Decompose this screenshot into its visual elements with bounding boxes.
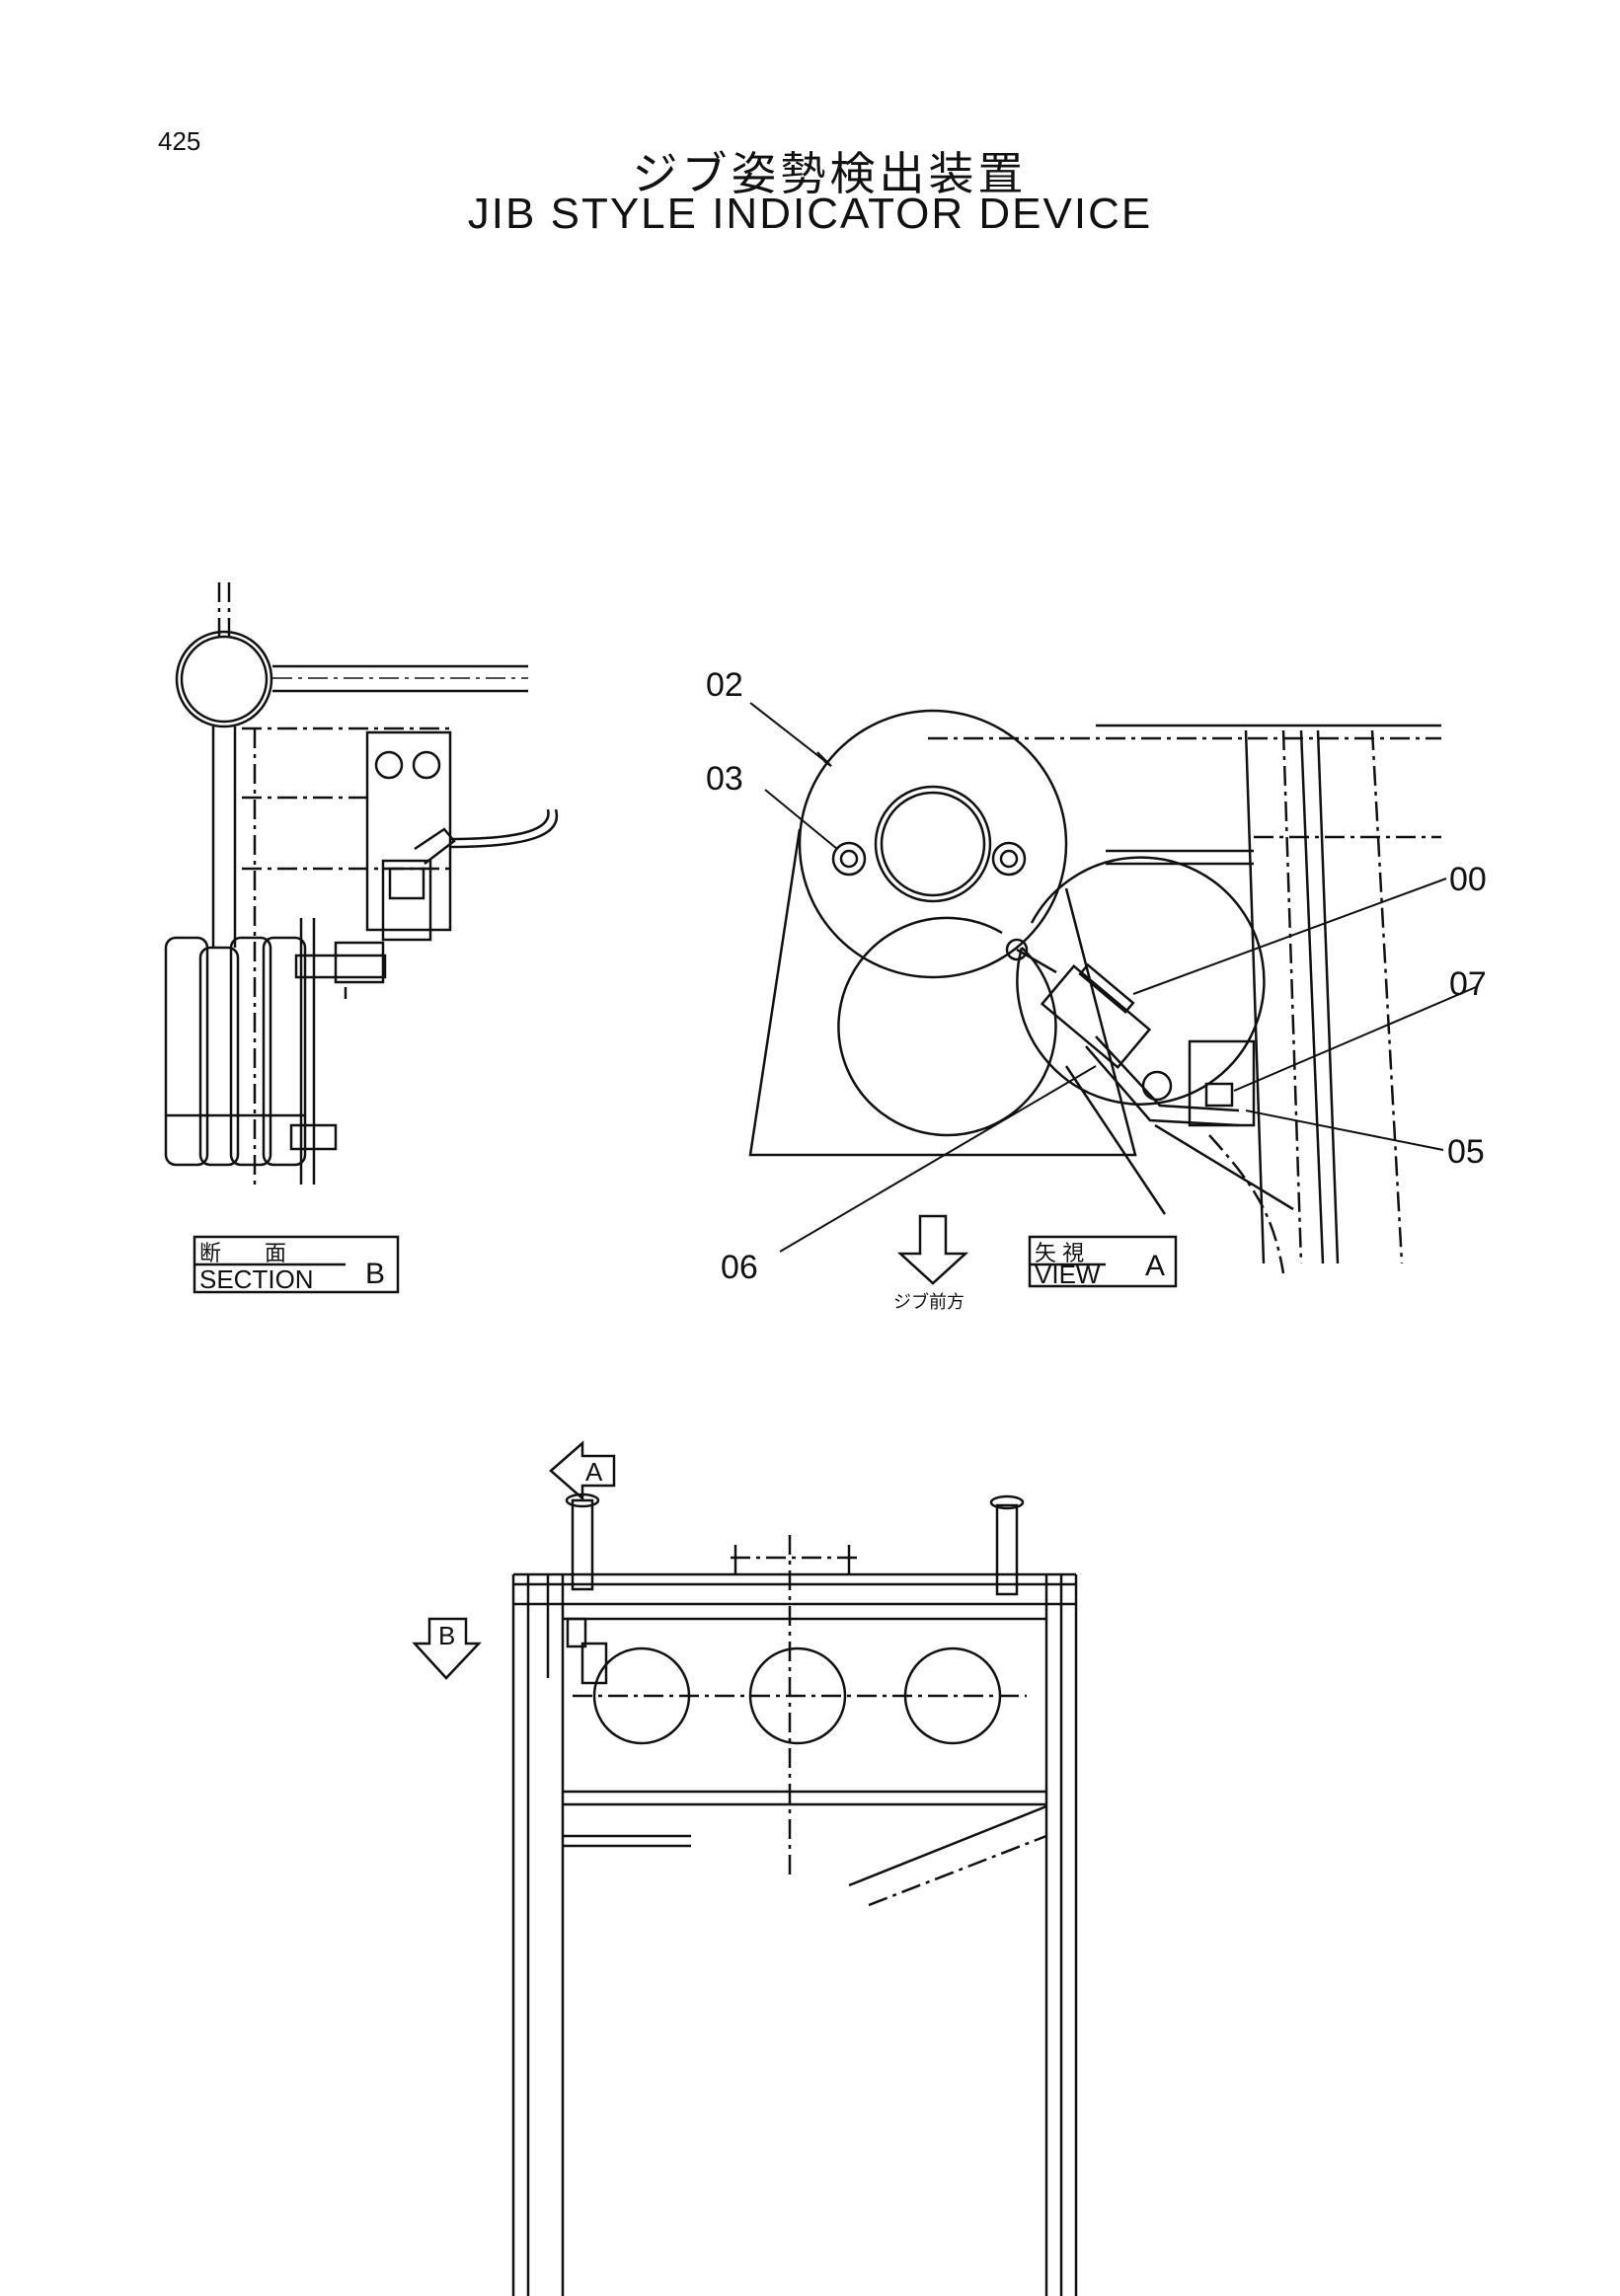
view-a-view [748,709,1441,1274]
leader-lines [749,702,1477,1253]
jib-front-arrow [896,1214,969,1285]
part-label-06: 06 [721,1249,758,1286]
title-english: JIB STYLE INDICATOR DEVICE [467,190,1153,238]
arrow-b-label: B [438,1621,455,1650]
arrow-a-label: A [585,1457,603,1487]
part-labels: 02 03 00 07 05 06 [706,666,1487,1286]
view-label-letter: A [1145,1250,1165,1282]
part-label-07: 07 [1449,965,1487,1003]
part-label-00: 00 [1449,861,1487,898]
plan-view [412,1440,1078,2296]
page-number: 425 [158,126,201,156]
section-label-letter: B [365,1258,385,1290]
part-label-03: 03 [706,760,743,798]
view-a-label-box [1028,1235,1178,1288]
title-japanese: ジブ姿勢検出装置 [632,147,1028,200]
section-b-view [164,582,559,1185]
jib-front-label: ジブ前方 [893,1291,964,1312]
section-label-en: SECTION [199,1264,314,1294]
view-label-jp: 矢 視 [1035,1241,1084,1265]
part-label-05: 05 [1447,1133,1485,1171]
view-label-en: VIEW [1035,1260,1101,1289]
part-label-02: 02 [706,666,743,704]
section-label-jp: 断 面 [199,1241,286,1265]
